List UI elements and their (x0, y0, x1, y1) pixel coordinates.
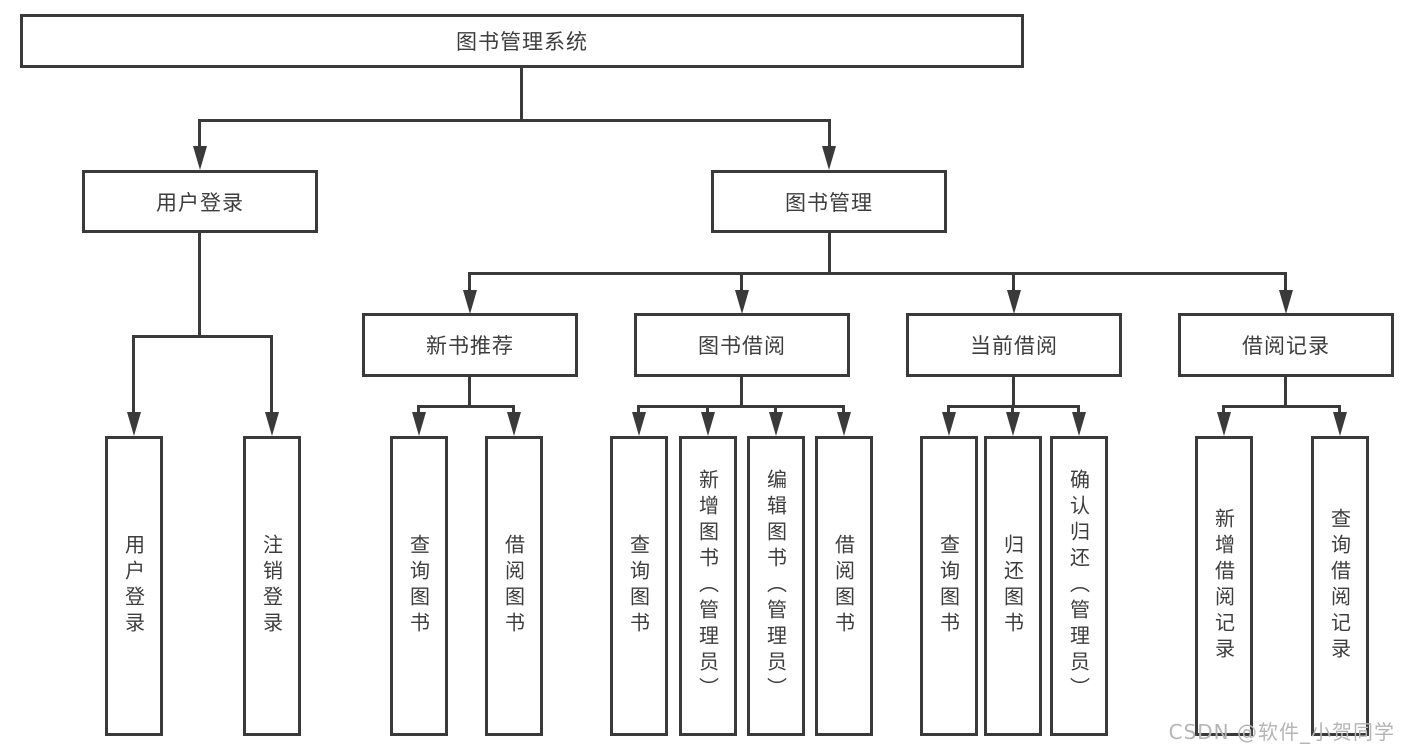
leaf-borrow-books-newrec: 借阅图书 (485, 436, 543, 736)
connector-line (1222, 405, 1225, 416)
leaf-user-login-label: 用户登录 (121, 534, 146, 638)
arrow-down-icon (1217, 412, 1231, 436)
arrow-down-icon (1007, 290, 1021, 314)
connector-line (468, 272, 1287, 275)
connector-line (198, 119, 831, 122)
leaf-query-books-borrow: 查询图书 (610, 436, 668, 736)
connector-line (198, 231, 201, 338)
leaf-query-borrow-record-label: 查询借阅记录 (1327, 508, 1352, 664)
leaf-add-borrow-record-label: 新增借阅记录 (1211, 508, 1236, 664)
node-borrow-records-label: 借阅记录 (1242, 334, 1330, 358)
connector-line (417, 405, 420, 416)
connector-line (468, 272, 471, 294)
leaf-add-borrow-record: 新增借阅记录 (1195, 436, 1253, 736)
node-user-login: 用户登录 (82, 170, 318, 233)
connector-line (1012, 272, 1015, 294)
connector-line (132, 335, 135, 416)
connector-line (270, 335, 273, 416)
connector-line (1284, 272, 1287, 294)
node-library-system-label: 图书管理系统 (456, 30, 588, 54)
arrow-down-icon (1279, 290, 1293, 314)
arrow-down-icon (1072, 412, 1086, 436)
leaf-add-books-admin: 新增图书（管理员） (679, 436, 737, 736)
connector-line (740, 272, 743, 294)
arrow-down-icon (632, 412, 646, 436)
node-book-management: 图书管理 (711, 170, 947, 233)
node-book-borrow: 图书借阅 (634, 313, 850, 377)
leaf-user-login: 用户登录 (105, 436, 163, 736)
connector-line (740, 375, 743, 408)
leaf-query-books-current: 查询图书 (920, 436, 978, 736)
arrow-down-icon (701, 412, 715, 436)
node-current-borrow: 当前借阅 (906, 313, 1122, 377)
node-new-book-recommend: 新书推荐 (362, 313, 578, 377)
arrow-down-icon (1006, 412, 1020, 436)
arrow-down-icon (1333, 412, 1347, 436)
arrow-down-icon (412, 412, 426, 436)
arrow-down-icon (127, 412, 141, 436)
connector-line (132, 335, 273, 338)
connector-line (706, 405, 709, 416)
node-borrow-records: 借阅记录 (1178, 313, 1394, 377)
leaf-query-borrow-record: 查询借阅记录 (1311, 436, 1369, 736)
connector-line (1012, 375, 1015, 408)
connector-line (828, 231, 831, 275)
leaf-confirm-return-admin: 确认归还（管理员） (1050, 436, 1108, 736)
leaf-add-books-admin-label: 新增图书（管理员） (695, 469, 720, 703)
connector-line (1284, 375, 1287, 408)
connector-line (774, 405, 777, 416)
leaf-return-books: 归还图书 (984, 436, 1042, 736)
arrow-down-icon (942, 412, 956, 436)
leaf-confirm-return-admin-label: 确认归还（管理员） (1066, 469, 1091, 703)
arrow-down-icon (837, 412, 851, 436)
connector-line (198, 119, 201, 148)
arrow-down-icon (769, 412, 783, 436)
leaf-edit-books-admin: 编辑图书（管理员） (747, 436, 805, 736)
leaf-query-books-newrec-label: 查询图书 (406, 534, 431, 638)
connector-line (842, 405, 845, 416)
arrow-down-icon (463, 290, 477, 314)
leaf-edit-books-admin-label: 编辑图书（管理员） (763, 469, 788, 703)
connector-line (468, 375, 471, 408)
arrow-down-icon (822, 146, 836, 170)
watermark: CSDN @软件_小贺同学 (1168, 720, 1395, 744)
leaf-borrow-books-borrow-label: 借阅图书 (831, 534, 856, 638)
connector-line (1222, 405, 1341, 408)
node-new-book-recommend-label: 新书推荐 (426, 334, 514, 358)
connector-line (520, 66, 523, 122)
leaf-query-books-newrec: 查询图书 (390, 436, 448, 736)
node-book-management-label: 图书管理 (785, 190, 873, 215)
node-user-login-label: 用户登录 (156, 190, 244, 215)
connector-line (1338, 405, 1341, 416)
connector-line (1077, 405, 1080, 416)
leaf-query-books-current-label: 查询图书 (936, 534, 961, 638)
connector-line (637, 405, 640, 416)
arrow-down-icon (193, 146, 207, 170)
node-library-system: 图书管理系统 (20, 14, 1024, 68)
connector-line (828, 119, 831, 148)
leaf-borrow-books-newrec-label: 借阅图书 (501, 534, 526, 638)
leaf-logout-label: 注销登录 (259, 534, 284, 638)
connector-line (512, 405, 515, 416)
arrow-down-icon (735, 290, 749, 314)
leaf-logout: 注销登录 (243, 436, 301, 736)
leaf-borrow-books-borrow: 借阅图书 (815, 436, 873, 736)
connector-line (1011, 405, 1014, 416)
node-book-borrow-label: 图书借阅 (698, 334, 786, 358)
arrow-down-icon (507, 412, 521, 436)
arrow-down-icon (265, 412, 279, 436)
connector-line (637, 405, 845, 408)
connector-line (947, 405, 950, 416)
node-current-borrow-label: 当前借阅 (970, 334, 1058, 358)
connector-line (417, 405, 515, 408)
leaf-query-books-borrow-label: 查询图书 (626, 534, 651, 638)
leaf-return-books-label: 归还图书 (1000, 534, 1025, 638)
